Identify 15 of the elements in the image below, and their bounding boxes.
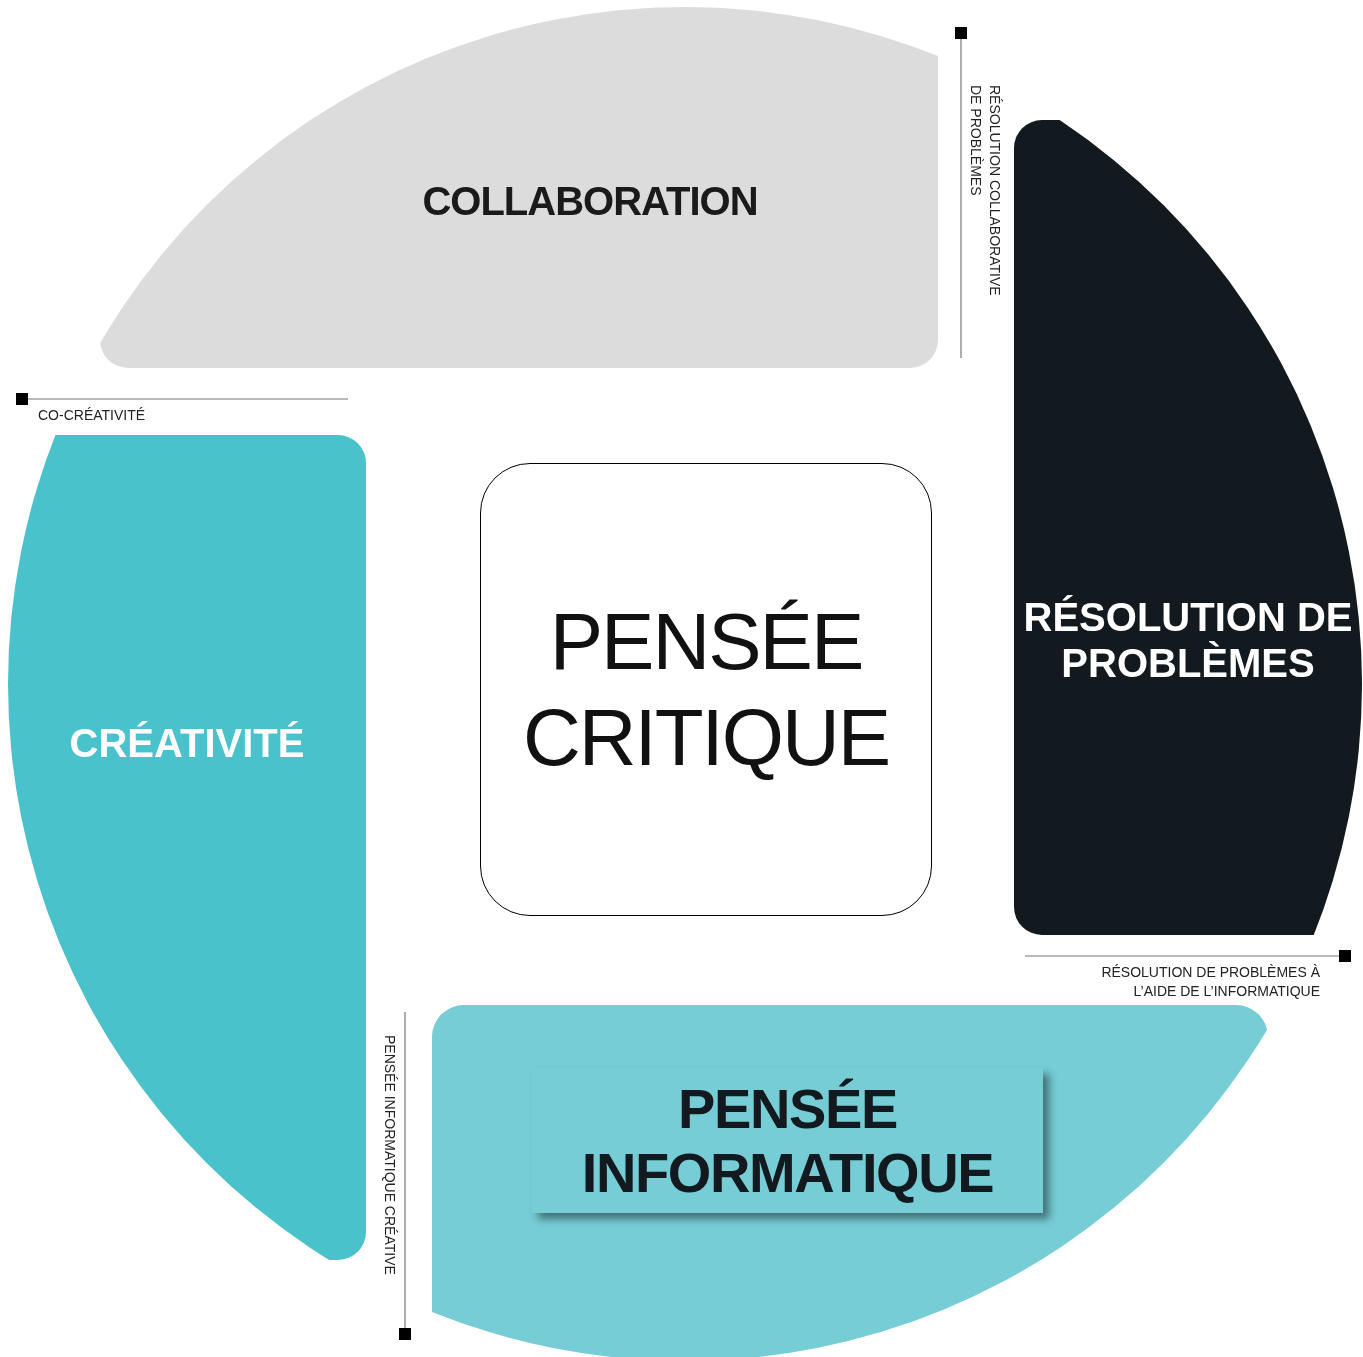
callout-text: RÉSOLUTION COLLABORATIVE DE PROBLÈMES bbox=[966, 85, 1004, 309]
panel-title: PENSÉE INFORMATIQUE bbox=[580, 1076, 995, 1205]
callout-text: CO-CRÉATIVITÉ bbox=[38, 406, 146, 425]
callout-text: PENSÉE INFORMATIQUE CRÉATIVE bbox=[380, 1035, 399, 1275]
title-panel bbox=[532, 1068, 1043, 1213]
callout-text: RÉSOLUTION DE PROBLÈMES À L’AIDE DE L’INFORMATIQUE bbox=[1092, 963, 1320, 1001]
segment-title: COLLABORATION bbox=[421, 178, 759, 225]
center-title: PENSÉE CRITIQUE bbox=[521, 595, 891, 784]
segment-title: CRÉATIVITÉ bbox=[68, 720, 306, 767]
leader-line bbox=[1024, 950, 1351, 962]
segment-title: RÉSOLUTION DE PROBLÈMES bbox=[1022, 594, 1354, 686]
leader-line bbox=[399, 1011, 411, 1340]
leader-line bbox=[16, 393, 349, 405]
rounded-box bbox=[480, 463, 932, 916]
leader-line bbox=[955, 27, 967, 359]
